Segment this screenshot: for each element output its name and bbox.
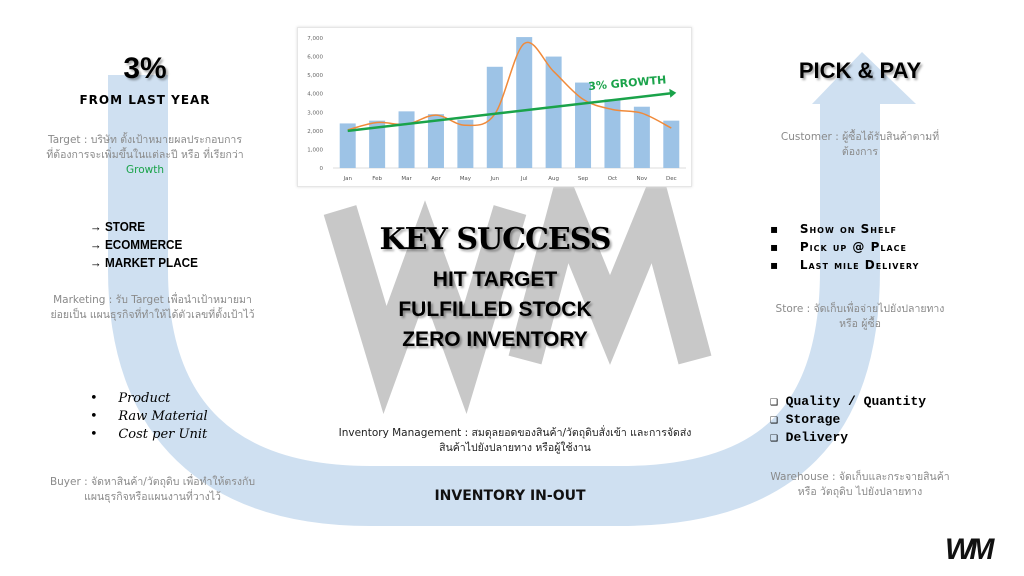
target-label: Target : (48, 134, 91, 146)
store-item: ▪ Last mile Delivery (770, 258, 920, 272)
bar (427, 114, 444, 168)
marketing-text: รับ Target เพื่อนำเป้าหมายมาย่อยเป็น แผน… (50, 294, 255, 321)
store-list: ▪ Show on Shelf ▪ Pick up @ Place ▪ Last… (770, 220, 919, 274)
warehouse-list: ❑ Quality / Quantity ❑ Storage ❑ Deliver… (770, 393, 926, 447)
x-tick-label: Apr (431, 176, 441, 182)
wm-logo: WM (945, 533, 994, 566)
buyer-item: • Product (90, 391, 171, 406)
bar (339, 123, 356, 168)
customer-text: ผู้ซื้อได้รับสินค้าตามที่ต้องการ (841, 131, 940, 158)
x-tick-label: May (460, 176, 472, 182)
growth-subheadline: FROM LAST YEAR (79, 93, 211, 107)
pick-pay-headline: PICK & PAY (798, 58, 922, 83)
bar (369, 120, 386, 168)
warehouse-item: ❑ Quality / Quantity (770, 394, 927, 409)
inventory-description: Inventory Management : สมดุลยอดของสินค้า… (330, 426, 700, 456)
inventory-text: สมดุลยอดของสินค้า/วัตถุดิบสั่งเข้า และกา… (439, 427, 692, 454)
x-tick-label: Jul (520, 176, 528, 182)
store-item: ▪ Show on Shelf (770, 222, 898, 236)
key-line: ZERO INVENTORY (402, 328, 588, 351)
store-text: จัดเก็บเพื่อจ่ายไปยังปลายทาง หรือ ผู้ซื้… (813, 303, 945, 330)
x-tick-label: Jun (489, 176, 499, 182)
channel-item: → ECOMMERCE (90, 237, 183, 252)
marketing-description: Marketing : รับ Target เพื่อนำเป้าหมายมา… (45, 293, 260, 323)
growth-arrow (347, 92, 672, 133)
store-label: Store : (775, 303, 814, 315)
bar (516, 37, 533, 168)
bar (398, 111, 415, 168)
buyer-label: Buyer : (49, 476, 92, 488)
bar (545, 56, 562, 168)
buyer-description: Buyer : จัดหาสินค้า/วัตถุดิบ เพื่อทำให้ต… (45, 475, 260, 505)
buyer-list: • Product • Raw Material • Cost per Unit (90, 390, 208, 444)
bar (486, 66, 503, 168)
warehouse-label: Warehouse : (770, 471, 839, 483)
x-tick-label: Jan (342, 176, 352, 182)
growth-highlight: Growth (125, 164, 164, 176)
y-tick-label: 0 (320, 166, 324, 172)
x-tick-label: Nov (637, 176, 648, 182)
bar (604, 99, 621, 168)
flow-label: INVENTORY IN-OUT (434, 488, 586, 504)
x-tick-label: Feb (372, 176, 382, 182)
x-tick-label: Dec (666, 176, 677, 182)
channel-list: → STORE → ECOMMERCE → MARKET PLACE (90, 218, 198, 272)
target-text: บริษัท ตั้งเป้าหมายผลประกอบการที่ต้องการ… (46, 134, 244, 161)
warehouse-item: ❑ Delivery (770, 430, 849, 445)
y-tick-label: 5,000 (307, 73, 323, 79)
x-tick-label: Mar (401, 176, 412, 182)
growth-arrow-head (669, 88, 677, 98)
warehouse-description: Warehouse : จัดเก็บและกระจายสินค้า หรือ … (765, 470, 955, 500)
marketing-label: Marketing : (53, 294, 116, 306)
y-tick-label: 6,000 (307, 55, 323, 61)
store-description: Store : จัดเก็บเพื่อจ่ายไปยังปลายทาง หรื… (765, 302, 955, 332)
bar (633, 106, 650, 168)
growth-label: 3% GROWTH (588, 73, 667, 93)
store-item: ▪ Pick up @ Place (770, 240, 907, 254)
y-tick-label: 7,000 (307, 36, 323, 42)
key-success-title: KEY SUCCESS (379, 222, 612, 257)
customer-label: Customer : (780, 131, 843, 143)
inventory-label: Inventory Management : (338, 427, 472, 439)
key-line: HIT TARGET (432, 268, 558, 291)
buyer-item: • Raw Material (90, 409, 208, 424)
buyer-item: • Cost per Unit (90, 427, 208, 442)
growth-headline: 3% (123, 52, 167, 85)
y-tick-label: 3,000 (307, 110, 323, 116)
target-description: Target : บริษัท ตั้งเป้าหมายผลประกอบการท… (45, 133, 245, 178)
bar (457, 119, 474, 168)
y-tick-label: 2,000 (307, 129, 323, 135)
x-tick-label: Aug (548, 176, 559, 182)
y-tick-label: 1,000 (307, 147, 323, 153)
customer-description: Customer : ผู้ซื้อได้รับสินค้าตามที่ต้อง… (765, 130, 955, 160)
x-tick-label: Sep (578, 176, 589, 182)
key-line: FULFILLED STOCK (398, 298, 592, 321)
warehouse-text: จัดเก็บและกระจายสินค้า หรือ วัตถุดิบ ไปย… (797, 471, 950, 498)
buyer-text: จัดหาสินค้า/วัตถุดิบ เพื่อทำให้ตรงกับ แผ… (84, 476, 256, 503)
channel-item: → STORE (90, 219, 146, 234)
warehouse-item: ❑ Storage (770, 412, 841, 427)
bar (663, 120, 680, 168)
channel-item: → MARKET PLACE (90, 255, 198, 270)
key-success-lines: HIT TARGET FULFILLED STOCK ZERO INVENTOR… (320, 265, 670, 355)
y-tick-label: 4,000 (307, 92, 323, 98)
x-tick-label: Oct (608, 176, 618, 182)
